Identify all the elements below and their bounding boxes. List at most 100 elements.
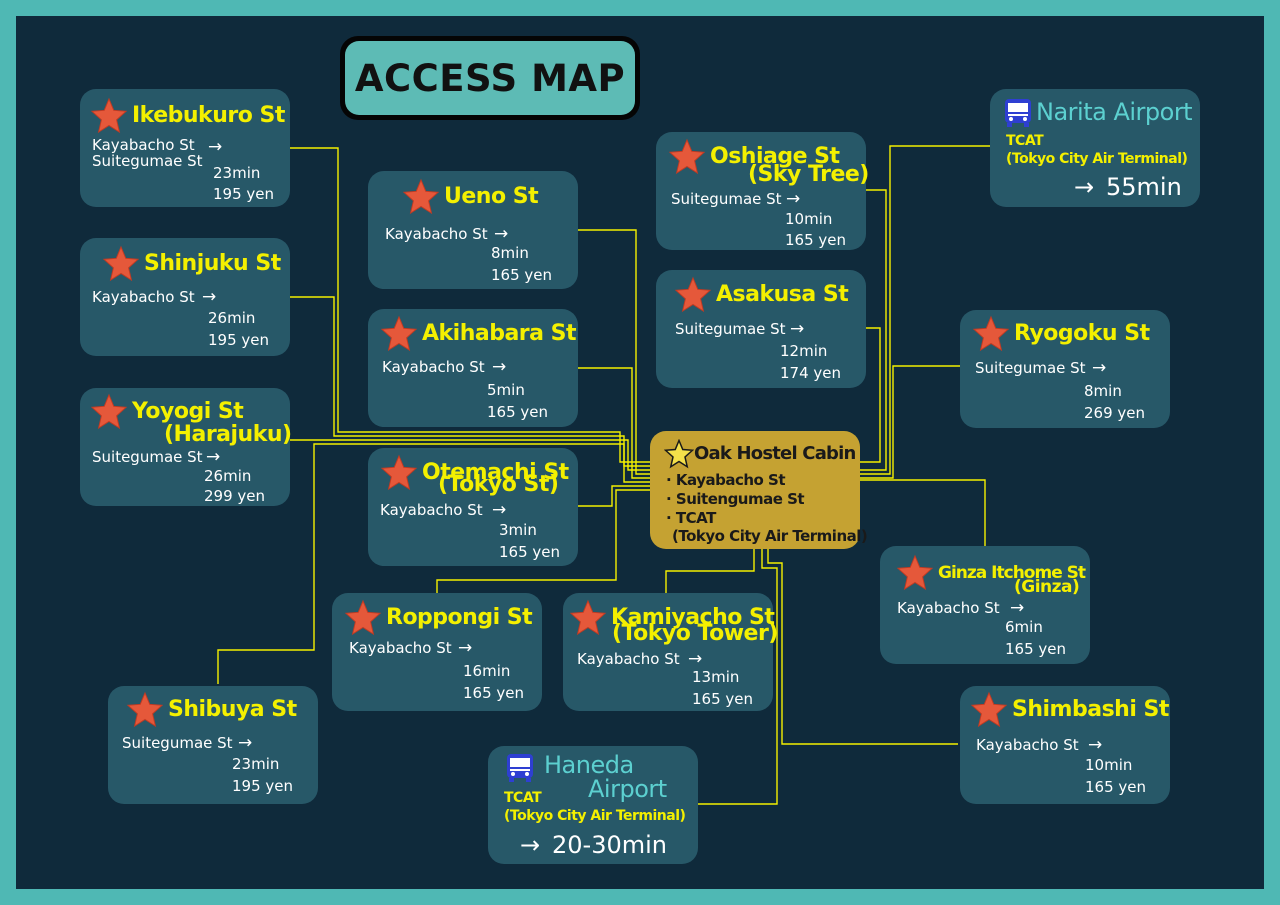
- travel-time: 3min: [499, 521, 537, 539]
- station-from-1: Kayabacho St: [976, 736, 1079, 754]
- airport-name-line-1: Haneda: [544, 751, 634, 779]
- airport-card-haneda: Haneda Airport TCAT (Tokyo City Air Term…: [488, 746, 698, 864]
- hostel-line-2: · Suitengumae St: [666, 490, 805, 508]
- line-kamiyacho: [665, 549, 755, 593]
- travel-time: 8min: [1084, 382, 1122, 400]
- line-shibuya: [217, 443, 650, 684]
- station-name-sub: (Sky Tree): [748, 162, 869, 187]
- arrow-icon: →: [202, 287, 217, 307]
- station-name: Ikebukuro St: [132, 103, 285, 128]
- travel-time: 10min: [785, 210, 833, 228]
- star-icon: [380, 315, 418, 353]
- station-from-1: Suitegumae St: [975, 359, 1086, 377]
- station-name: Ryogoku St: [1014, 321, 1150, 346]
- line-yoyogi: [290, 439, 650, 471]
- arrow-icon: →: [208, 137, 223, 157]
- station-from-1: Kayabacho St: [382, 358, 485, 376]
- hostel-card: Oak Hostel Cabin · Kayabacho St · Suiten…: [650, 431, 868, 549]
- bus-icon: [504, 752, 536, 784]
- hostel-name: Oak Hostel Cabin: [694, 443, 856, 464]
- travel-time: 16min: [463, 662, 511, 680]
- fare: 195 yen: [232, 777, 294, 795]
- arrow-icon: →: [206, 447, 221, 467]
- line-ginza: [860, 479, 986, 546]
- line-ryogoku: [860, 365, 960, 479]
- airport-arrow-icon: →: [1074, 173, 1095, 201]
- hostel-star-icon: [663, 438, 695, 469]
- station-name-sub: (Ginza): [1014, 577, 1080, 597]
- station-name: Shibuya St: [168, 697, 297, 722]
- arrow-icon: →: [458, 638, 473, 658]
- line-ikebukuro: [290, 147, 650, 463]
- station-card-roppongi: Roppongi St Kayabacho St → 16min 165 yen: [332, 593, 542, 711]
- station-from-1: Suitegumae St: [671, 190, 782, 208]
- station-from-1: Suitegumae St: [675, 320, 786, 338]
- station-from-1: Suitegumae St: [122, 734, 233, 752]
- fare: 165 yen: [1005, 640, 1067, 658]
- star-icon: [569, 599, 607, 637]
- airport-time: 20-30min: [552, 831, 667, 859]
- station-card-ryogoku: Ryogoku St Suitegumae St → 8min 269 yen: [960, 310, 1170, 428]
- station-from-2: Suitegumae St: [92, 152, 203, 170]
- line-akihabara: [578, 367, 650, 479]
- station-name: Yoyogi St: [132, 399, 244, 424]
- fare: 165 yen: [499, 543, 561, 561]
- station-name: Roppongi St: [386, 605, 533, 630]
- airport-time: 55min: [1106, 173, 1182, 201]
- travel-time: 23min: [213, 164, 261, 182]
- travel-time: 26min: [204, 467, 252, 485]
- arrow-icon: →: [238, 733, 253, 753]
- station-card-otemachi: Otemachi St (Tokyo St) Kayabacho St → 3m…: [368, 448, 578, 566]
- star-icon: [402, 178, 440, 216]
- line-narita: [860, 145, 990, 475]
- hostel-line-4: (Tokyo City Air Terminal): [672, 527, 868, 545]
- star-icon: [674, 276, 712, 314]
- arrow-icon: →: [1088, 735, 1103, 755]
- station-name: Oshiage St: [710, 144, 840, 169]
- station-card-shimbashi: Shimbashi St Kayabacho St → 10min 165 ye…: [960, 686, 1170, 804]
- station-from-1: Kayabacho St: [349, 639, 452, 657]
- station-card-akihabara: Akihabara St Kayabacho St → 5min 165 yen: [368, 309, 578, 427]
- star-icon: [90, 97, 128, 135]
- arrow-icon: →: [790, 319, 805, 339]
- line-shimbashi: [767, 549, 958, 745]
- station-name: Shimbashi St: [1012, 697, 1169, 722]
- fare: 174 yen: [780, 364, 842, 382]
- arrow-icon: →: [1092, 358, 1107, 378]
- station-name: Ginza Itchome St: [938, 563, 1086, 583]
- fare: 269 yen: [1084, 404, 1146, 422]
- station-from-1: Suitegumae St: [92, 448, 203, 466]
- fare: 165 yen: [487, 403, 549, 421]
- arrow-icon: →: [1010, 598, 1025, 618]
- airport-via: TCAT: [1006, 133, 1044, 149]
- arrow-icon: →: [492, 357, 507, 377]
- travel-time: 13min: [692, 668, 740, 686]
- station-card-kamiyacho: Kamiyacho St (Tokyo Tower) Kayabacho St …: [563, 593, 778, 711]
- travel-time: 6min: [1005, 618, 1043, 636]
- fare: 165 yen: [1085, 778, 1147, 796]
- station-name: Kamiyacho St: [611, 605, 775, 630]
- station-name: Akihabara St: [422, 321, 577, 346]
- fare: 165 yen: [692, 690, 754, 708]
- title-text: ACCESS MAP: [345, 41, 635, 115]
- station-name: Ueno St: [444, 184, 539, 209]
- travel-time: 12min: [780, 342, 828, 360]
- station-card-asakusa: Asakusa St Suitegumae St → 12min 174 yen: [656, 270, 866, 388]
- star-icon: [972, 315, 1010, 353]
- travel-time: 10min: [1085, 756, 1133, 774]
- airport-card-narita: Narita Airport TCAT (Tokyo City Air Term…: [990, 89, 1200, 207]
- station-name: Otemachi St: [422, 460, 569, 485]
- line-roppongi: [436, 489, 650, 593]
- station-card-shinjuku: Shinjuku St Kayabacho St → 26min 195 yen: [80, 238, 290, 356]
- fare: 165 yen: [463, 684, 525, 702]
- travel-time: 26min: [208, 309, 256, 327]
- station-card-yoyogi: Yoyogi St (Harajuku) Suitegumae St → 26m…: [80, 388, 292, 506]
- arrow-icon: →: [688, 649, 703, 669]
- travel-time: 8min: [491, 244, 529, 262]
- star-icon: [126, 691, 164, 729]
- line-oshiage: [860, 189, 887, 471]
- station-from-1: Kayabacho St: [897, 599, 1000, 617]
- access-map-title: ACCESS MAP: [340, 36, 640, 120]
- airport-via: TCAT: [504, 790, 542, 806]
